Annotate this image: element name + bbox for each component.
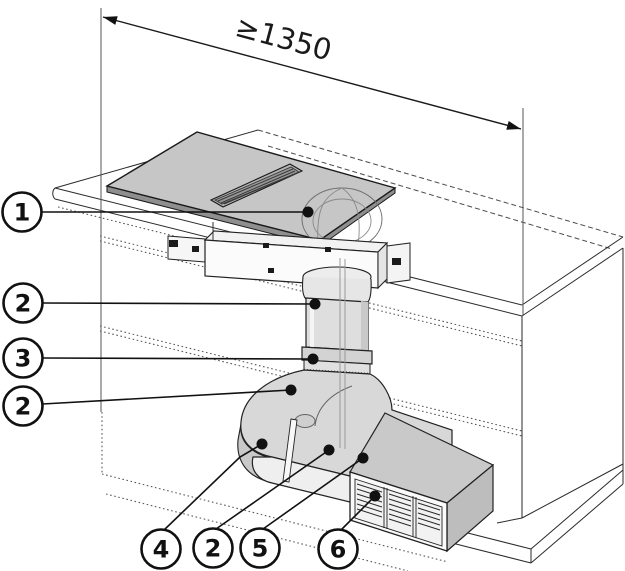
leader-dot-icon	[369, 490, 381, 502]
callout-label: 2	[15, 393, 32, 421]
leader-dot-icon	[285, 384, 297, 396]
leader-6	[340, 495, 376, 531]
callout-circle	[1, 191, 43, 233]
callout-2-upper: 2	[2, 282, 44, 324]
cabinet-bottom-front-edge	[496, 517, 523, 524]
clamp-icon	[192, 246, 199, 252]
clamp-icon	[325, 247, 331, 252]
callout-label: 2	[15, 290, 32, 318]
louver-dividers	[383, 487, 417, 538]
callout-label: 1	[14, 199, 31, 227]
cabinet-right-bottom-edge	[521, 463, 624, 519]
leader-dot-icon	[302, 206, 314, 218]
leader-dot-icon	[357, 452, 369, 464]
vent-grille-recess	[214, 166, 300, 205]
callout-circle	[192, 527, 234, 569]
callout-label: 6	[330, 536, 347, 564]
bend-inner-curve	[314, 385, 353, 427]
callout-1: 1	[1, 191, 43, 233]
callout-6: 6	[317, 528, 359, 570]
callout-2-middle: 2	[2, 385, 44, 427]
callout-circle	[2, 282, 44, 324]
clamp-icon	[169, 240, 178, 247]
arrow-left-icon	[103, 16, 118, 25]
plinth-right-top-edge	[530, 469, 624, 550]
vent-grille-slats	[217, 168, 298, 205]
dome-meridians	[317, 187, 360, 247]
callouts: 1 2 3 2 4 2 5 6	[1, 191, 359, 570]
plinth-top-line-dotted	[101, 473, 449, 563]
duct-flange	[301, 346, 373, 365]
drawer-line-2a	[99, 325, 523, 432]
leader-2b	[42, 389, 292, 405]
callout-label: 3	[15, 345, 32, 373]
callout-5: 5	[239, 527, 281, 569]
duct-joint-band-1	[282, 418, 298, 483]
leader-3	[42, 357, 314, 360]
plinth-right-bottom-edge	[530, 483, 624, 564]
callout-circle	[239, 527, 281, 569]
callout-circle	[140, 528, 182, 570]
bend-inner-opening	[294, 414, 316, 428]
dimension-line	[102, 16, 522, 130]
leader-2a	[42, 302, 316, 305]
countertop-back-edge-dashed	[257, 129, 624, 238]
callout-label: 5	[252, 535, 269, 563]
callout-label: 2	[205, 535, 222, 563]
callout-circle	[2, 337, 44, 379]
leader-dot-icon	[256, 438, 268, 450]
clamp-icon	[392, 258, 401, 265]
leader-2c	[215, 449, 330, 530]
leader-dot-icon	[323, 444, 335, 456]
countertop-right-top-edge	[521, 236, 624, 306]
leader-4	[163, 443, 263, 531]
callout-circle	[317, 528, 359, 570]
cooktop	[105, 131, 397, 251]
callout-3: 3	[2, 337, 44, 379]
arrow-right-icon	[506, 121, 521, 130]
countertop-left-corner	[52, 187, 56, 200]
callout-label: 4	[153, 536, 170, 564]
downdraft-vent-grille	[209, 163, 304, 208]
mounting-bracket-lines	[339, 258, 346, 449]
leader-dot-icon	[307, 353, 319, 365]
plinth-front-bottom-edge	[451, 542, 532, 564]
leader-5	[262, 457, 364, 530]
leader-lines	[41, 206, 381, 531]
duct-edge-shade	[361, 301, 368, 351]
leader-dot-icon	[309, 298, 321, 310]
countertop-right-bottom-edge	[521, 247, 624, 317]
callout-circle	[2, 385, 44, 427]
callout-4: 4	[140, 528, 182, 570]
clamp-icon	[268, 268, 274, 273]
dimension-label: ≥1350	[232, 9, 336, 67]
callout-2-lower: 2	[192, 527, 234, 569]
clamp-icon	[263, 243, 269, 248]
duct-highlight	[310, 299, 314, 348]
countertop-back-bottom-edge-dashed	[267, 145, 613, 250]
blower-left-bracket	[167, 235, 206, 263]
blower-unit	[167, 222, 411, 304]
louver-slats	[356, 483, 441, 531]
drawer-line-2b	[99, 330, 523, 437]
